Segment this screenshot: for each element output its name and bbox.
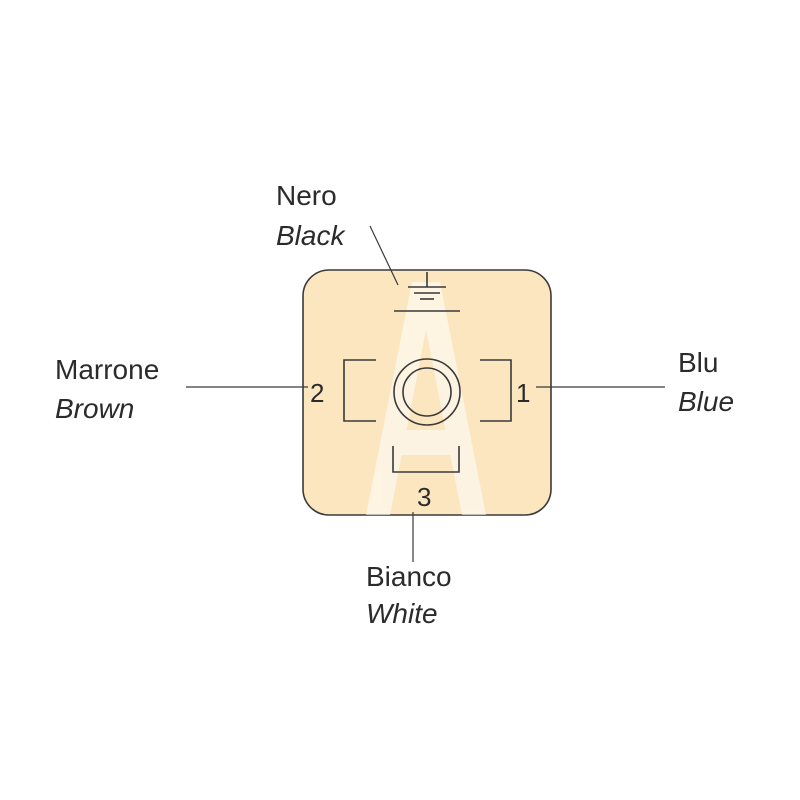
- leader-line-top: [369, 225, 399, 286]
- pin-3-number: 3: [417, 482, 431, 512]
- pin-3-contact: [392, 446, 460, 473]
- center-socket: [393, 358, 461, 426]
- label-right-english: Blue: [678, 386, 734, 417]
- label-top-english: Black: [276, 220, 346, 251]
- pin-2-contact: [343, 359, 376, 422]
- label-left-english: Brown: [55, 393, 134, 424]
- pin-1-contact: [480, 359, 512, 422]
- pin-1-number: 1: [516, 378, 530, 408]
- connector-body: [302, 269, 552, 516]
- label-left-italian: Marrone: [55, 354, 159, 385]
- label-right-italian: Blu: [678, 347, 718, 378]
- pin-2-number: 2: [310, 378, 324, 408]
- label-bottom-italian: Bianco: [366, 561, 452, 592]
- ground-icon: [394, 272, 460, 312]
- watermark-logo: [366, 282, 486, 515]
- label-bottom-english: White: [366, 598, 438, 629]
- label-top-italian: Nero: [276, 180, 337, 211]
